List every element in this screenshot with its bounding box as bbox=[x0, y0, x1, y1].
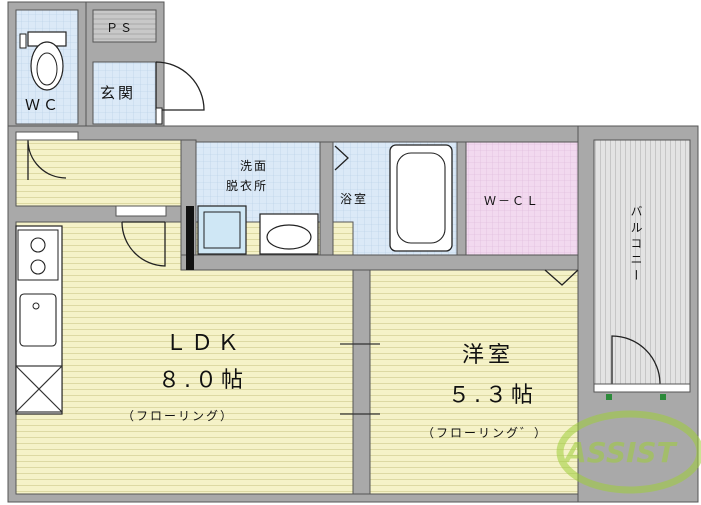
balcony-drain-2 bbox=[660, 394, 666, 400]
wall-lower-bath bbox=[180, 254, 579, 271]
watermark-swoosh bbox=[556, 410, 701, 494]
balcony-drain-1 bbox=[606, 394, 612, 400]
wc-label: ＷＣ bbox=[25, 96, 61, 114]
washer-pan-inner bbox=[203, 211, 241, 249]
balcony-label: バルコニー bbox=[629, 205, 643, 285]
bathtub-inner bbox=[396, 152, 446, 244]
toilet-seat bbox=[36, 52, 58, 86]
ps-label: ＰＳ bbox=[106, 21, 134, 35]
yokushitsu-label: 浴室 bbox=[340, 191, 368, 206]
kitchen-sink bbox=[19, 293, 57, 347]
ldk-door bbox=[121, 221, 166, 267]
genkan-floor bbox=[92, 61, 157, 125]
burner-2 bbox=[30, 259, 46, 275]
fridge-cross bbox=[15, 365, 63, 413]
wcl-floor bbox=[465, 141, 579, 256]
ldk-size-label: ８.０帖 bbox=[158, 368, 247, 393]
wall-ldk-yoshitsu bbox=[352, 269, 371, 495]
vanity-basin bbox=[266, 224, 312, 250]
yoshitsu-floor bbox=[369, 269, 579, 495]
entrance-step bbox=[155, 107, 163, 125]
entrance-door bbox=[155, 61, 205, 111]
hallway-floor bbox=[15, 139, 182, 207]
ldk-name-label: ＬＤＫ bbox=[165, 331, 243, 356]
balcony-door bbox=[611, 335, 661, 385]
wc-door bbox=[27, 139, 67, 180]
balcony-sill bbox=[593, 383, 691, 393]
wall-yoku-wcl bbox=[456, 141, 467, 256]
toilet-paper-holder bbox=[19, 33, 27, 49]
senmen-label-2: 脱衣所 bbox=[226, 178, 268, 193]
yoshitsu-floor-label: （フローリング゛） bbox=[422, 426, 548, 440]
senmen-label-1: 洗面 bbox=[240, 159, 268, 173]
washer-pan bbox=[197, 205, 247, 255]
watermark-text: ASSIST bbox=[563, 436, 678, 469]
balcony-floor bbox=[593, 139, 691, 387]
sliding-door-dark bbox=[186, 206, 194, 270]
sink-drain bbox=[32, 302, 40, 310]
wc-door-frame bbox=[15, 131, 79, 141]
burner-1 bbox=[30, 237, 46, 253]
bath-door bbox=[334, 145, 349, 171]
assist-watermark: ASSIST bbox=[556, 410, 701, 494]
genkan-label: 玄関 bbox=[100, 84, 136, 102]
wall-senmen-yoku bbox=[319, 141, 334, 256]
closet-indicator bbox=[544, 269, 579, 286]
ldk-floor-label: （フローリング） bbox=[122, 409, 234, 423]
wcl-label: Ｗ－ＣＬ bbox=[484, 194, 540, 208]
yoshitsu-name-label: 洋室 bbox=[462, 343, 514, 368]
ldk-door-frame bbox=[115, 205, 167, 217]
ps-floor bbox=[92, 9, 157, 43]
yoshitsu-size-label: ５.３帖 bbox=[448, 383, 537, 408]
